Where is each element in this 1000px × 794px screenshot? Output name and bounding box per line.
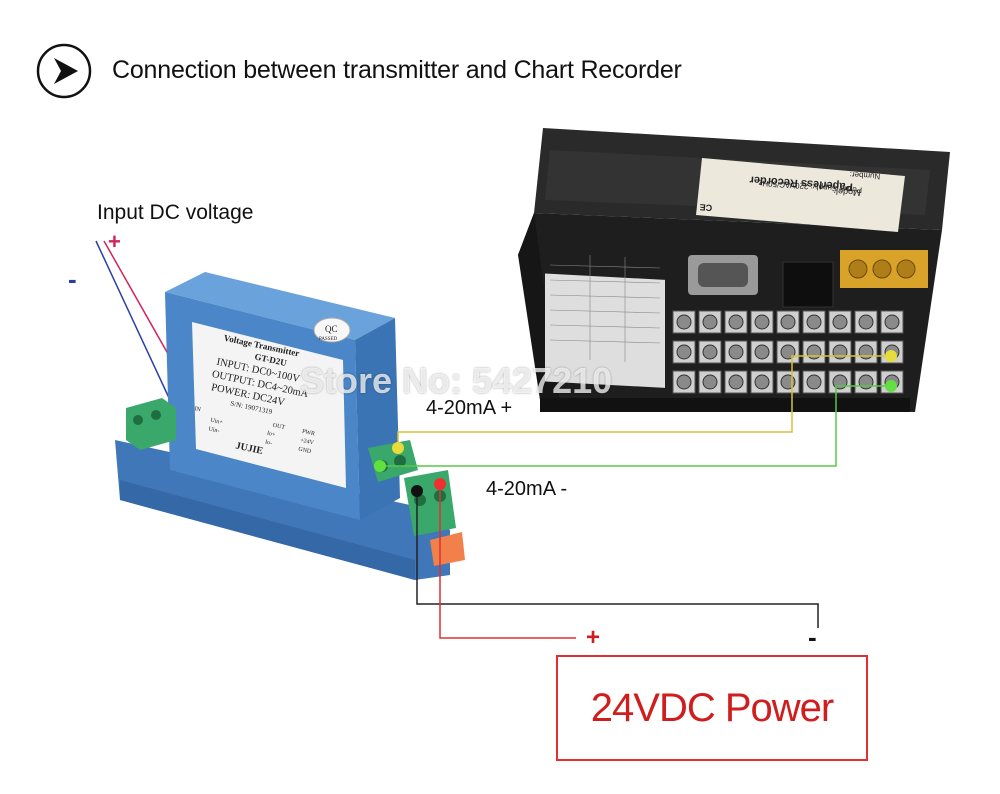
transmitter-uin-plus: Uin+ xyxy=(210,418,224,427)
chart-recorder: Paperless Recorder Model: Power Supply: … xyxy=(518,128,950,412)
transmitter-in-label: IN xyxy=(194,406,202,413)
input-terminal-block xyxy=(126,398,176,450)
signal-minus-node xyxy=(374,460,386,472)
terminal-screw xyxy=(702,344,718,360)
input-minus-wire xyxy=(95,240,171,401)
page-title: Connection between transmitter and Chart… xyxy=(112,56,682,84)
input-plus-wire xyxy=(103,240,177,369)
recorder-number-text: Number: xyxy=(849,170,880,181)
terminal-screw xyxy=(806,374,822,390)
qc-sticker: QC PASSED xyxy=(313,317,351,343)
terminal-screw xyxy=(780,344,796,360)
recorder-signal-minus-node xyxy=(885,380,897,392)
terminal-screw xyxy=(884,314,900,330)
play-arrow-icon xyxy=(36,43,92,99)
recorder-wiring-sticker xyxy=(545,273,665,388)
input-dc-voltage-label: Input DC voltage xyxy=(97,201,254,224)
terminal-screw xyxy=(728,314,744,330)
terminal-screw xyxy=(702,314,718,330)
db9-connector xyxy=(688,255,758,295)
signal-plus-node xyxy=(392,442,404,454)
recorder-label-sticker: Paperless Recorder Model: Power Supply: … xyxy=(696,158,905,232)
transmitter-io-minus: Io- xyxy=(264,439,272,446)
terminal-screw xyxy=(754,374,770,390)
power-minus-node xyxy=(411,485,423,497)
terminal-screw xyxy=(858,314,874,330)
power-supply-box: 24VDC Power xyxy=(556,655,868,761)
store-watermark: Store No: 5427210 xyxy=(300,360,613,401)
transmitter-pwr-label: PWR xyxy=(301,429,315,438)
terminal-screw xyxy=(780,314,796,330)
recorder-signal-plus-node xyxy=(885,350,897,362)
power-plus-wire xyxy=(439,484,576,639)
power-supply-label: 24VDC Power xyxy=(590,685,834,730)
transmitter-gnd: GND xyxy=(298,447,313,456)
transmitter-uin-minus: Uin- xyxy=(208,426,220,434)
terminal-screw xyxy=(702,374,718,390)
terminal-screw xyxy=(832,374,848,390)
ce-mark: CE xyxy=(699,202,712,213)
terminal-screw xyxy=(754,344,770,360)
terminal-screw xyxy=(858,374,874,390)
terminal-screw xyxy=(858,344,874,360)
transmitter-24v: +24V xyxy=(300,438,315,447)
power-minus-label: - xyxy=(808,622,817,652)
recorder-model-text: Model: xyxy=(833,186,861,198)
terminal-screw xyxy=(676,374,692,390)
voltage-transmitter: QC PASSED Voltage Transmitter GT-D2U INP… xyxy=(115,272,465,580)
terminal-screw xyxy=(676,344,692,360)
power-minus-wire xyxy=(416,491,819,628)
power-plus-label: + xyxy=(586,624,601,651)
transmitter-out-label: OUT xyxy=(272,423,286,432)
power-terminal-block xyxy=(840,250,928,288)
terminal-screw xyxy=(832,344,848,360)
terminal-screw xyxy=(676,314,692,330)
svg-text:QC: QC xyxy=(325,324,338,334)
terminal-screw xyxy=(728,374,744,390)
transmitter-io-plus: Io+ xyxy=(266,431,276,439)
terminal-screw xyxy=(832,314,848,330)
terminal-screw xyxy=(754,314,770,330)
terminal-screw xyxy=(806,344,822,360)
input-minus-label: - xyxy=(68,264,77,294)
signal-minus-wire xyxy=(380,385,891,467)
terminal-screw xyxy=(780,374,796,390)
signal-minus-label: 4-20mA - xyxy=(486,478,568,500)
signal-plus-wire xyxy=(397,355,891,448)
signal-plus-label: 4-20mA + xyxy=(426,397,513,419)
recorder-terminal-rows xyxy=(672,310,904,394)
terminal-screw xyxy=(806,314,822,330)
input-plus-label: + xyxy=(108,229,121,254)
svg-text:PASSED: PASSED xyxy=(319,337,338,342)
power-plus-node xyxy=(434,478,446,490)
recorder-wiring-table xyxy=(549,255,661,362)
recorder-port xyxy=(782,261,834,308)
terminal-screw xyxy=(728,344,744,360)
